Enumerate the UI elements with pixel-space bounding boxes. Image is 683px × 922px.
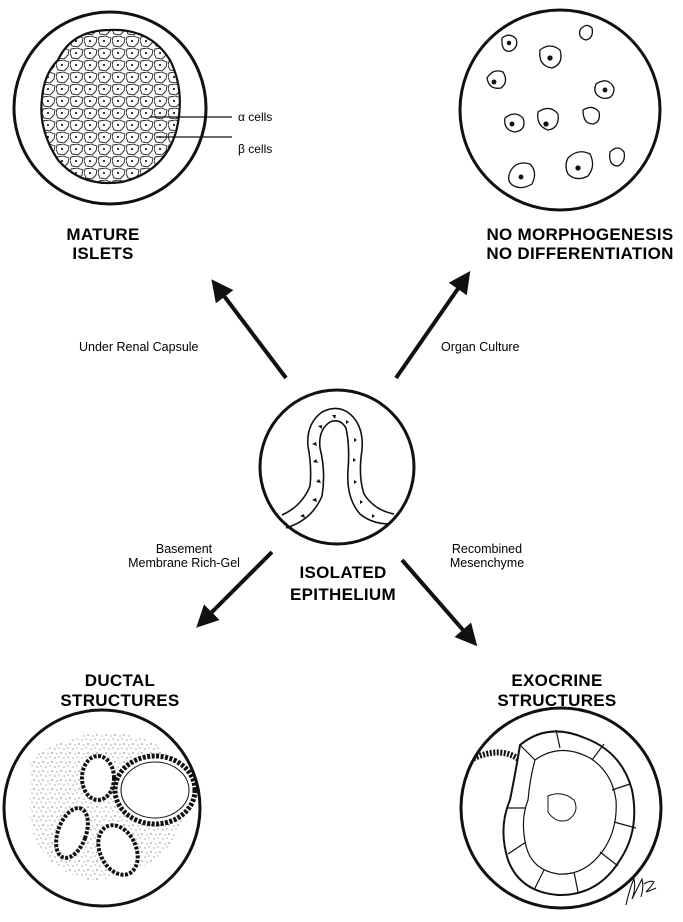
- alpha-cells-label: α cells: [238, 110, 272, 124]
- ductal-structures-title-line1: DUCTAL: [85, 671, 155, 690]
- isolated-epithelium-title-line2: EPITHELIUM: [290, 585, 396, 604]
- exocrine-structures-title-line1: EXOCRINE: [511, 671, 602, 690]
- mature-islet-panel: α cells β cells MATURE ISLETS: [14, 12, 272, 263]
- beta-cells-label: β cells: [238, 142, 272, 156]
- mature-islets-title-line1: MATURE: [66, 225, 139, 244]
- under-renal-capsule-label: Under Renal Capsule: [79, 340, 199, 354]
- no-morphogenesis-title-line1: NO MORPHOGENESIS: [486, 225, 673, 244]
- isolated-epithelium-circle: [260, 390, 414, 544]
- arrow-to-no-morphogenesis: [396, 280, 464, 378]
- organ-culture-label: Organ Culture: [441, 340, 520, 354]
- isolated-epithelium-panel: ISOLATED EPITHELIUM: [260, 390, 414, 604]
- mature-islet-icon: [41, 30, 180, 183]
- ductal-structures-title-line2: STRUCTURES: [60, 691, 179, 710]
- no-morphogenesis-title-line2: NO DIFFERENTIATION: [486, 244, 673, 263]
- isolated-epithelium-title-line1: ISOLATED: [299, 563, 386, 582]
- basement-membrane-label-line1: Basement: [156, 542, 213, 556]
- arrow-to-mature-islets: [218, 288, 286, 378]
- arrow-to-exocrine-structures: [402, 560, 470, 638]
- ductal-structures-panel: DUCTAL STRUCTURES: [4, 671, 200, 906]
- no-morphogenesis-panel: NO MORPHOGENESIS NO DIFFERENTIATION: [460, 10, 674, 263]
- recombined-mesenchyme-label-line1: Recombined: [452, 542, 522, 556]
- no-morphogenesis-circle: [460, 10, 660, 210]
- exocrine-structures-panel: EXOCRINE STRUCTURES: [461, 671, 661, 908]
- recombined-mesenchyme-label-line2: Mesenchyme: [450, 556, 524, 570]
- basement-membrane-label-line2: Membrane Rich-Gel: [128, 556, 240, 570]
- mature-islets-title-line2: ISLETS: [72, 244, 133, 263]
- artist-signature: [626, 879, 656, 905]
